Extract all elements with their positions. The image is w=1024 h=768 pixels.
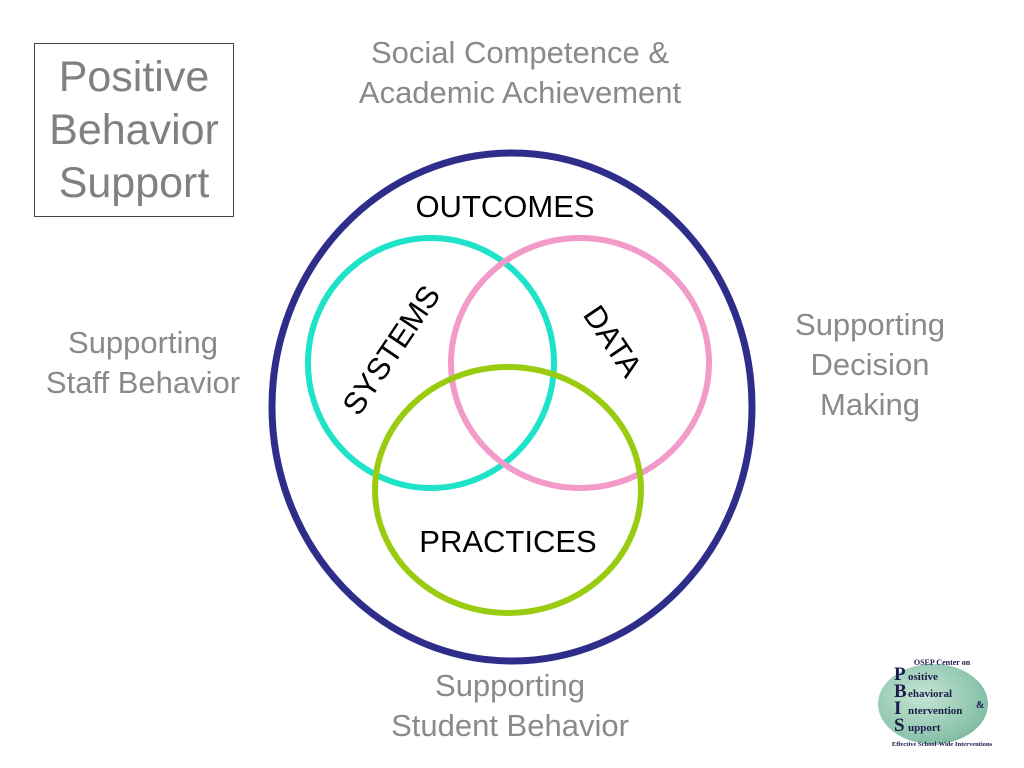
logo-word: ehavioral	[908, 688, 952, 700]
title-line: Support	[58, 158, 210, 207]
caption-line: Student Behavior	[391, 708, 629, 743]
logo-word: ositive	[908, 671, 938, 683]
title-line: Positive	[58, 52, 210, 101]
logo-row: S upport	[894, 715, 962, 736]
logo-word: upport	[908, 722, 941, 734]
logo-initial: I	[894, 698, 902, 719]
logo-letters: P ositive B ehavioral I ntervention S up…	[894, 664, 963, 736]
caption-line: Decision	[810, 347, 930, 382]
logo-header: OSEP Center on	[913, 658, 971, 667]
caption-line: Academic Achievement	[358, 75, 682, 110]
title-box: Positive Behavior Support	[34, 43, 234, 217]
title-line: Behavior	[49, 105, 219, 154]
logo-ampersand: &	[976, 700, 985, 711]
logo-row: B ehavioral	[894, 681, 962, 702]
practices-label: PRACTICES	[419, 524, 596, 559]
caption-line: Social Competence &	[370, 35, 670, 70]
logo-row: P ositive	[894, 664, 962, 685]
logo-initial: P	[894, 664, 906, 685]
logo-badge	[878, 664, 988, 744]
logo-footer: Effective School-Wide Interventions	[891, 741, 993, 748]
data-circle	[448, 235, 712, 491]
logo-word: ntervention	[908, 705, 963, 717]
practices-caption: Supporting Student Behavior	[340, 666, 680, 746]
outcomes-caption: Social Competence & Academic Achievement	[320, 33, 720, 113]
data-label: DATA	[576, 299, 649, 384]
outcomes-circle	[268, 149, 756, 665]
caption-line: Staff Behavior	[45, 365, 241, 400]
systems-circle	[305, 235, 557, 491]
logo-initial: B	[894, 681, 907, 702]
systems-label: SYSTEMS	[335, 279, 447, 421]
logo-row: I ntervention	[894, 698, 963, 719]
systems-caption: Supporting Staff Behavior	[28, 323, 258, 403]
caption-line: Supporting	[435, 668, 585, 703]
data-caption: Supporting Decision Making	[760, 305, 980, 425]
practices-circle	[372, 364, 644, 616]
caption-line: Supporting	[795, 307, 945, 342]
caption-line: Making	[820, 387, 920, 422]
caption-line: Supporting	[68, 325, 218, 360]
outcomes-label: OUTCOMES	[415, 189, 594, 224]
pbis-logo: OSEP Center on P ositive B ehavioral I n…	[872, 656, 1012, 756]
logo-initial: S	[894, 715, 905, 736]
